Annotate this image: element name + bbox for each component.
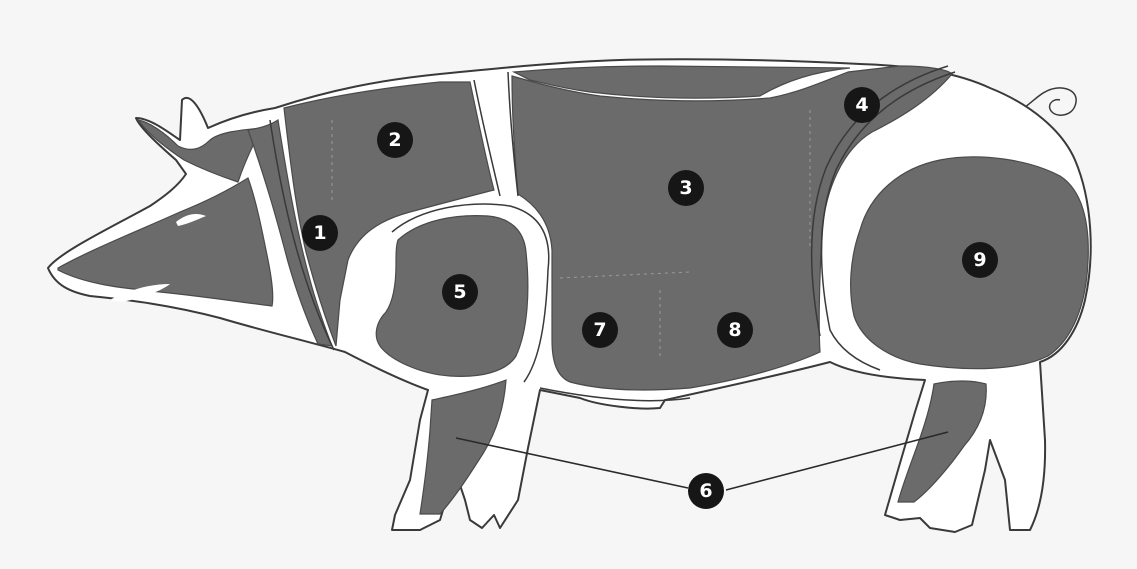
marker-3-label: 3 xyxy=(679,177,692,199)
marker-6: 6 xyxy=(688,473,724,509)
marker-5-label: 5 xyxy=(453,281,466,303)
marker-1-label: 1 xyxy=(313,222,326,244)
marker-8-label: 8 xyxy=(728,319,741,341)
marker-2-label: 2 xyxy=(388,129,401,151)
marker-5: 5 xyxy=(442,274,478,310)
marker-1: 1 xyxy=(302,215,338,251)
marker-7: 7 xyxy=(582,312,618,348)
marker-2: 2 xyxy=(377,122,413,158)
marker-3: 3 xyxy=(668,170,704,206)
marker-4: 4 xyxy=(844,87,880,123)
marker-6-label: 6 xyxy=(699,480,712,502)
marker-4-label: 4 xyxy=(855,94,868,116)
marker-9-label: 9 xyxy=(973,249,986,271)
marker-7-label: 7 xyxy=(593,319,606,341)
marker-8: 8 xyxy=(717,312,753,348)
marker-9: 9 xyxy=(962,242,998,278)
